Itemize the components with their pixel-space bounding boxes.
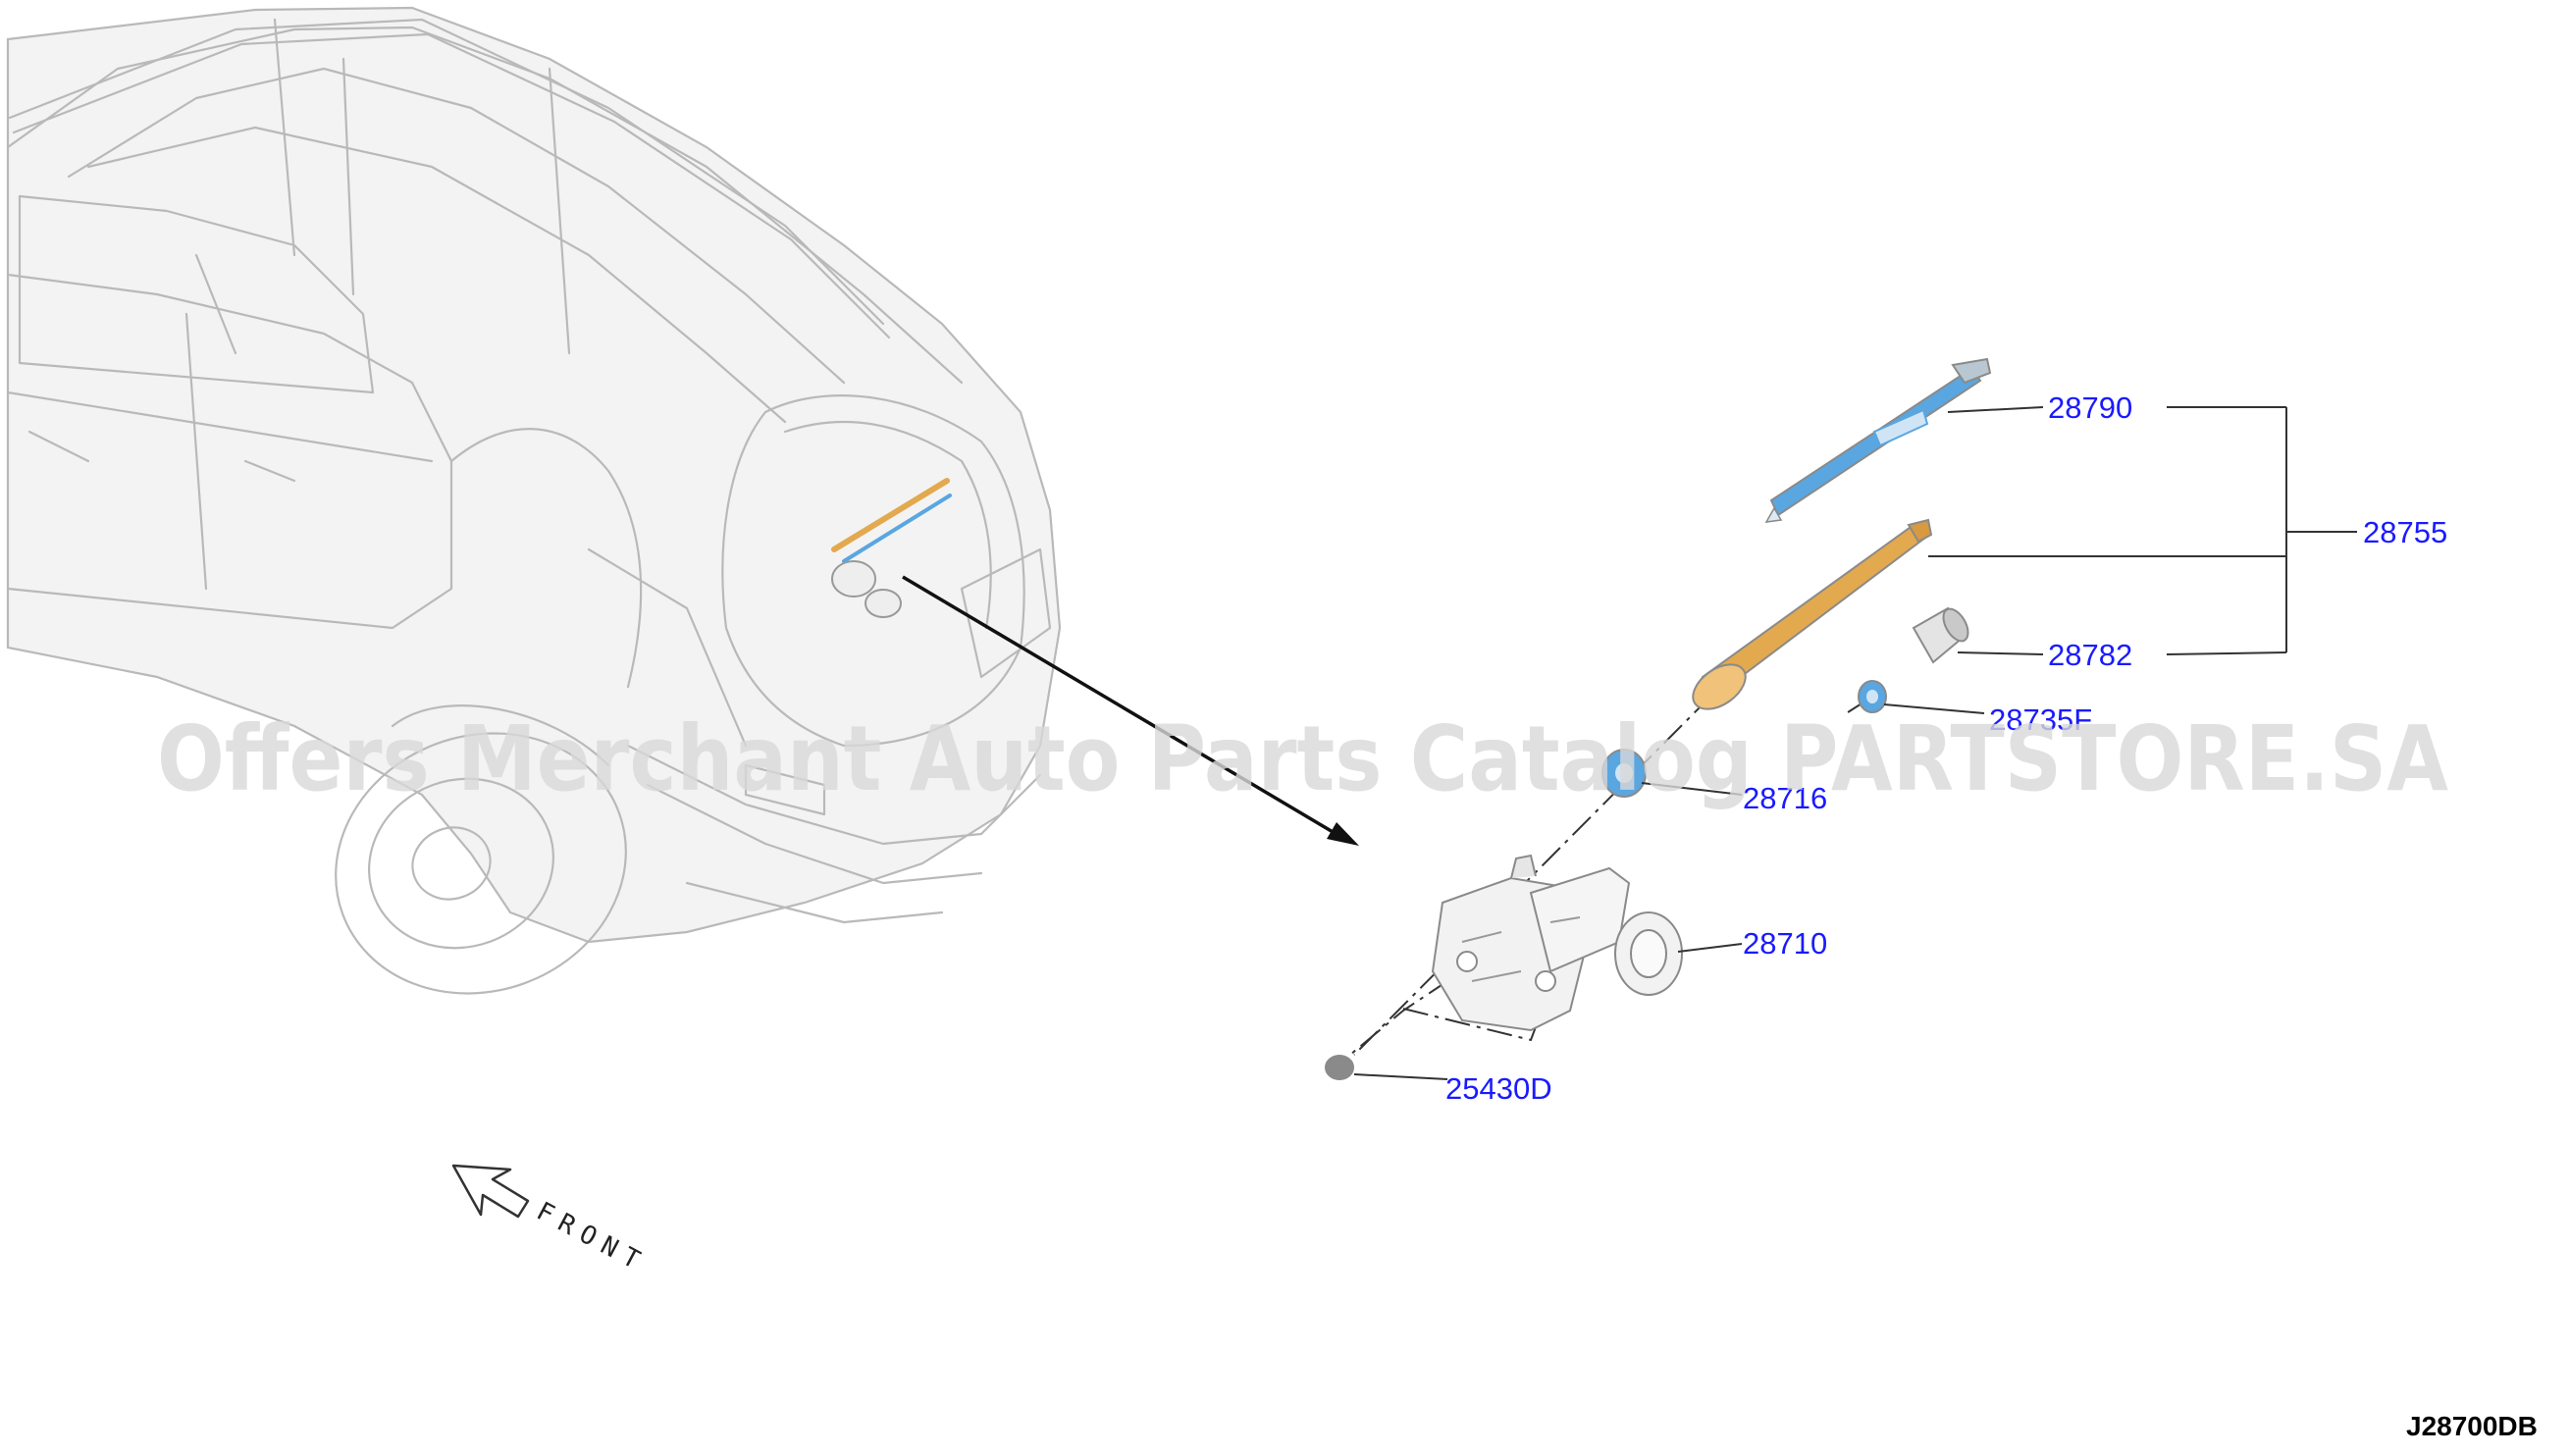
watermark-text: Offers Merchant Auto Parts Catalog PARTS… <box>157 706 2448 811</box>
part-label-28735f[interactable]: 28735F <box>1989 702 2092 737</box>
vehicle-illustration <box>6 6 1062 995</box>
front-indicator: FRONT <box>451 1164 653 1279</box>
wiper-blade <box>1764 357 1992 523</box>
front-arrow-icon <box>451 1164 530 1219</box>
assembly-axis-line <box>1353 694 1713 1056</box>
leader-lines <box>1353 406 2357 1080</box>
part-label-28790[interactable]: 28790 <box>2048 390 2132 425</box>
wiper-motor <box>1431 854 1683 1032</box>
part-label-25430d[interactable]: 25430D <box>1445 1071 1552 1106</box>
wiper-arm <box>1692 518 1933 710</box>
grommet-part <box>1601 749 1647 798</box>
part-label-28782[interactable]: 28782 <box>2048 638 2132 672</box>
part-label-28716[interactable]: 28716 <box>1743 781 1827 815</box>
diagram-code: J28700DB <box>2406 1411 2538 1441</box>
bolt-part <box>1325 1055 1354 1080</box>
pivot-cap <box>1912 606 1969 664</box>
callout-arrow <box>902 575 1359 846</box>
part-label-28755[interactable]: 28755 <box>2363 515 2447 549</box>
nut-part <box>1858 680 1887 713</box>
front-label: FRONT <box>532 1197 653 1279</box>
part-label-28710[interactable]: 28710 <box>1743 926 1827 961</box>
axis-line-bolt <box>1343 882 1527 1061</box>
